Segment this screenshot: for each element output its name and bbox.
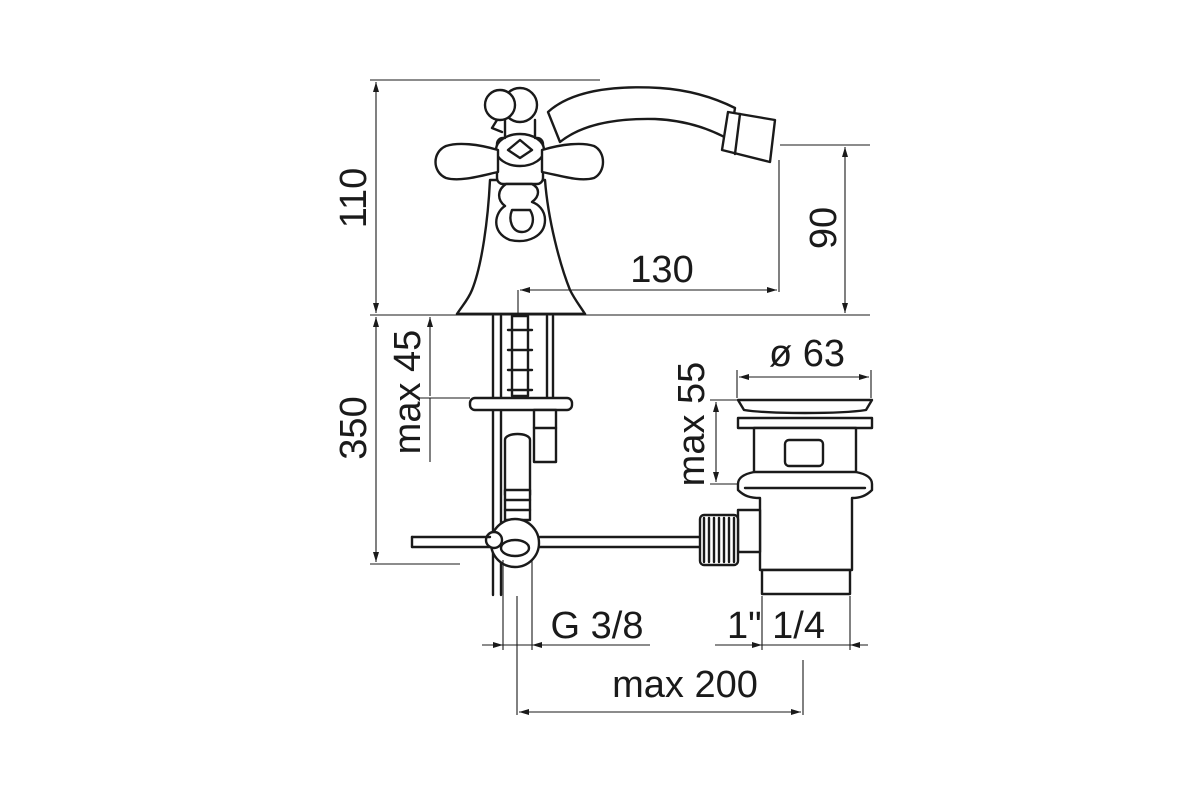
dimension-lines xyxy=(370,79,872,715)
waste-body xyxy=(736,426,874,572)
label-90: 90 xyxy=(803,207,845,249)
label-110: 110 xyxy=(333,168,375,229)
cross-handle-rear-knob xyxy=(483,88,517,122)
waste-tail xyxy=(760,568,852,596)
under-deck-fittings xyxy=(410,314,702,597)
label-max-200: max 200 xyxy=(612,664,758,706)
label-max-55: max 55 xyxy=(671,362,713,487)
faucet-spout xyxy=(546,86,737,144)
label-350: 350 xyxy=(333,396,375,459)
spout-aerator xyxy=(720,110,777,164)
pop-up-waste xyxy=(698,398,874,596)
supply-tube xyxy=(503,432,532,497)
label-1-1-4: 1" 1/4 xyxy=(727,605,825,647)
coupling-nut xyxy=(503,488,532,522)
side-connector-block xyxy=(532,408,558,464)
faucet-assembly xyxy=(434,86,777,316)
label-diameter-63: ø 63 xyxy=(769,333,845,375)
cross-handle-left xyxy=(434,142,500,181)
label-130: 130 xyxy=(630,249,693,291)
cross-handle-right xyxy=(540,142,605,181)
label-max-45: max 45 xyxy=(387,330,429,455)
waste-flange xyxy=(736,398,874,415)
mounting-washer xyxy=(468,396,574,412)
label-g38: G 3/8 xyxy=(551,605,644,647)
brand-emblem-icon xyxy=(506,138,534,160)
dimension-labels: 110 90 130 350 max 45 ø 63 max 55 G 3/8 … xyxy=(333,168,845,706)
threaded-shank xyxy=(510,314,530,398)
front-handle xyxy=(495,182,547,243)
